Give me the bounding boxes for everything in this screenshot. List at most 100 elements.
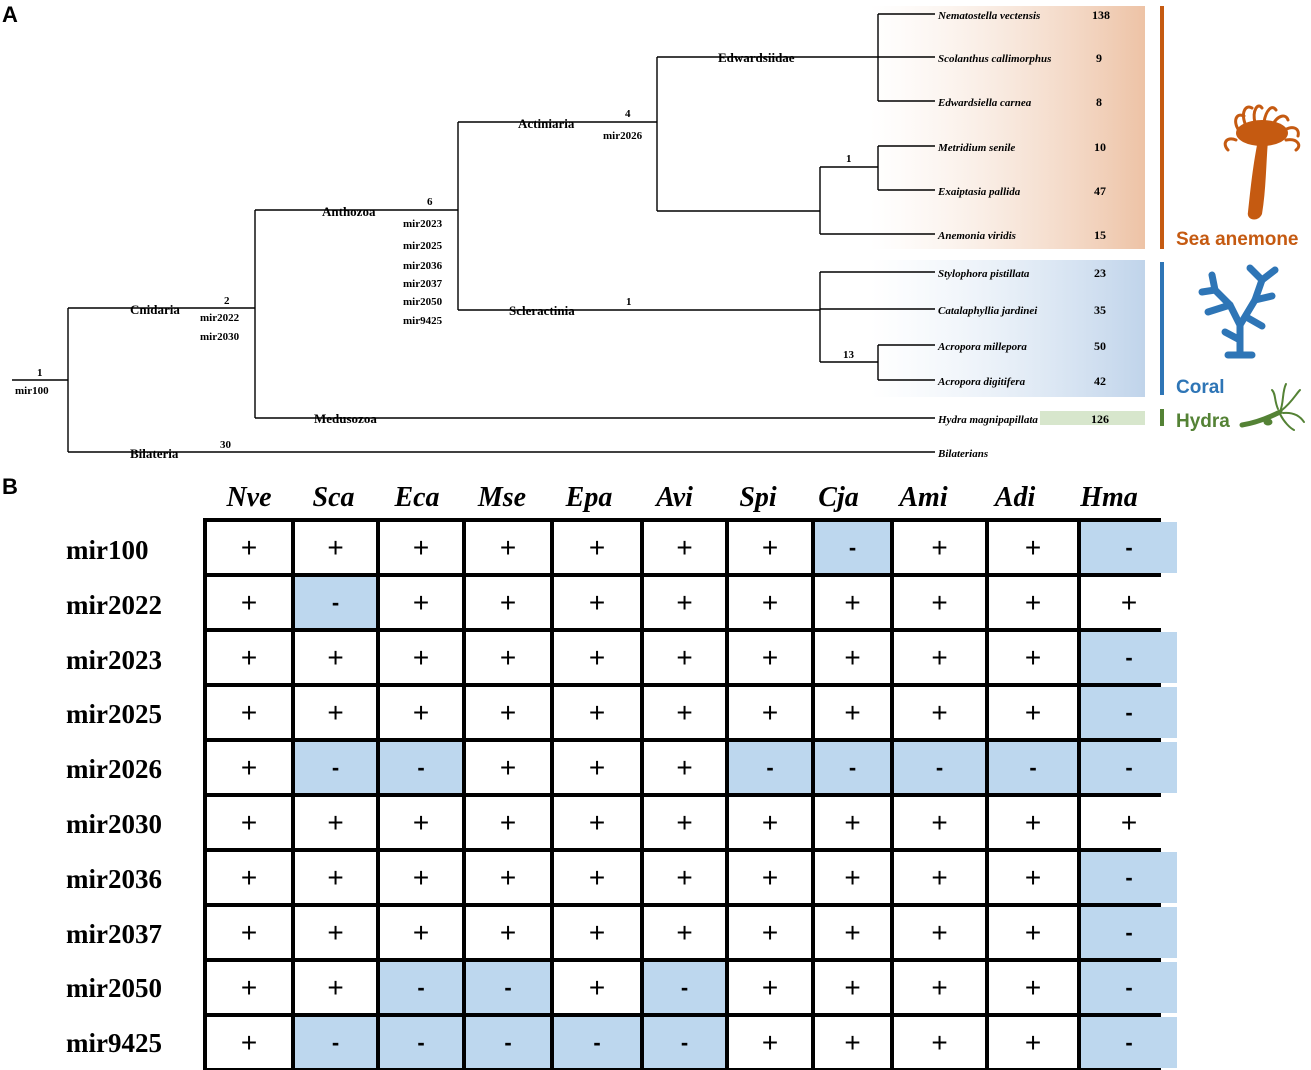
cnidaria-mirna-2: mir2030: [200, 331, 240, 343]
matrix-cell: +: [894, 687, 985, 738]
matrix-cell: +: [295, 962, 376, 1013]
matrix-cell: +: [207, 742, 291, 793]
matrix-cell: +: [295, 687, 376, 738]
matrix-cell: +: [894, 632, 985, 683]
species-name: Edwardsiella carnea: [937, 97, 1032, 109]
anthozoa-mirna-1: mir2023: [403, 218, 443, 230]
species-count: 126: [1091, 412, 1109, 426]
matrix-cell: -: [466, 962, 550, 1013]
row-label: mir100: [66, 535, 149, 565]
matrix-cell: +: [466, 907, 550, 958]
species-name: Nematostella vectensis: [937, 10, 1040, 22]
matrix-cell: +: [295, 907, 376, 958]
matrix-cell: +: [729, 687, 811, 738]
acropora-clade-count: 13: [843, 349, 855, 361]
matrix-cell: +: [554, 687, 640, 738]
species-count: 47: [1094, 184, 1106, 198]
matrix-cell: +: [729, 1017, 811, 1068]
matrix-cell: +: [989, 962, 1077, 1013]
column-header: Hma: [1080, 482, 1138, 513]
matrix-cell: +: [989, 522, 1077, 573]
matrix-cell: +: [729, 962, 811, 1013]
matrix-cell: +: [554, 852, 640, 903]
matrix-cell: +: [815, 797, 890, 848]
matrix-cell: +: [295, 797, 376, 848]
matrix-cell: +: [644, 577, 725, 628]
row-label: mir2030: [66, 809, 162, 839]
tree-branches: [12, 13, 935, 453]
matrix-cell: +: [466, 852, 550, 903]
node-actiniaria: Actiniaria: [518, 116, 575, 131]
matrix-cell: +: [729, 907, 811, 958]
anthozoa-mirna-4: mir2037: [403, 278, 443, 290]
anthozoa-mirna-3: mir2036: [403, 260, 443, 272]
anthozoa-mirna-2: mir2025: [403, 240, 443, 252]
anthozoa-count: 6: [427, 196, 433, 208]
root-mirna: mir100: [15, 385, 49, 397]
matrix-cell: -: [989, 742, 1077, 793]
row-label: mir2037: [66, 919, 162, 949]
scleractinia-count: 1: [626, 296, 632, 308]
matrix-cell: +: [894, 1017, 985, 1068]
matrix-cell: +: [894, 797, 985, 848]
matrix-cell: +: [989, 577, 1077, 628]
species-count: 23: [1094, 266, 1106, 280]
row-label: mir2036: [66, 864, 162, 894]
matrix-cell: +: [894, 907, 985, 958]
matrix-cell: -: [815, 522, 890, 573]
row-label: mir2023: [66, 645, 162, 675]
matrix-cell: +: [894, 962, 985, 1013]
matrix-cell: +: [815, 577, 890, 628]
sea-anemone-bar: [1160, 6, 1164, 249]
actiniaria-mirna: mir2026: [603, 130, 643, 142]
matrix-cell: +: [466, 632, 550, 683]
matrix-cell: +: [894, 852, 985, 903]
column-header: Eca: [394, 482, 440, 513]
node-medusozoa: Medusozoa: [314, 411, 377, 426]
matrix-cell: +: [894, 577, 985, 628]
matrix-cell: +: [207, 687, 291, 738]
matrix-cell: +: [554, 962, 640, 1013]
column-header: Adi: [994, 482, 1036, 513]
matrix-cell: +: [1081, 577, 1177, 628]
matrix-cell: +: [380, 687, 462, 738]
coral-band: [870, 260, 1145, 397]
row-label: mir9425: [66, 1028, 162, 1058]
matrix-cell: -: [644, 962, 725, 1013]
coral-bar: [1160, 262, 1164, 395]
matrix-cell: -: [295, 577, 376, 628]
matrix-cell: +: [729, 522, 811, 573]
matrix-cell: -: [466, 1017, 550, 1068]
species-name: Anemonia viridis: [937, 230, 1016, 242]
hydra-band: [1040, 411, 1145, 425]
panel-label-b: B: [2, 474, 18, 499]
species-count: 50: [1094, 339, 1106, 353]
species-name: Metridium senile: [937, 142, 1015, 154]
matrix-cell: +: [729, 852, 811, 903]
matrix-cell: +: [554, 632, 640, 683]
species-name: Acropora digitifera: [937, 376, 1026, 388]
column-header: Spi: [739, 482, 777, 513]
column-header: Avi: [656, 482, 693, 513]
node-edwardsiidae: Edwardsiidae: [718, 50, 795, 65]
anthozoa-mirna-5: mir2050: [403, 296, 443, 308]
matrix-cell: +: [644, 797, 725, 848]
matrix-cell: -: [729, 742, 811, 793]
species-name: Acropora millepora: [937, 341, 1027, 353]
column-header: Mse: [477, 482, 527, 513]
matrix-cell: -: [295, 1017, 376, 1068]
phylogenetic-tree: Edwardsiidae Actiniaria Anthozoa Sclerac…: [12, 6, 1305, 461]
matrix-cell: +: [644, 742, 725, 793]
matrix-cell: +: [207, 907, 291, 958]
matrix-cell: +: [989, 632, 1077, 683]
cnidaria-mirna-1: mir2022: [200, 312, 240, 324]
panel-label-a: A: [2, 2, 18, 27]
matrix-cell: +: [554, 797, 640, 848]
matrix-cell: +: [644, 632, 725, 683]
matrix-cell: +: [1081, 797, 1177, 848]
matrix-cell: +: [554, 522, 640, 573]
matrix-cell: -: [1081, 1017, 1177, 1068]
species-name: Scolanthus callimorphus: [938, 53, 1051, 65]
matrix-cell: +: [207, 852, 291, 903]
matrix-cell: +: [466, 687, 550, 738]
